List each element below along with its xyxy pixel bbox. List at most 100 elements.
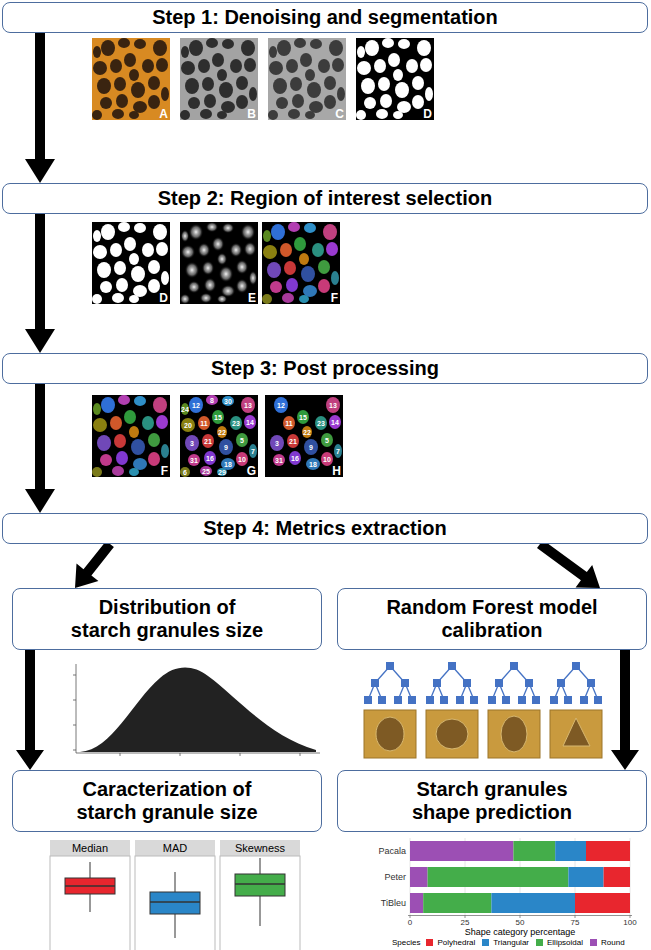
figure-part <box>65 885 115 887</box>
granule-number: 21 <box>283 437 303 446</box>
starch-granule <box>92 467 102 477</box>
figure-part <box>520 915 521 918</box>
figure-part <box>175 914 176 938</box>
starch-granule <box>222 223 235 234</box>
starch-granule <box>131 82 145 98</box>
starch-granule <box>124 410 136 424</box>
axis-title: Shape category percentage <box>410 927 630 937</box>
panel-letter: F <box>331 292 338 304</box>
starch-granule <box>110 416 122 430</box>
figure-part <box>423 893 491 913</box>
starch-granule <box>217 295 228 303</box>
figure-part <box>73 725 76 726</box>
figure-part <box>73 700 76 701</box>
node-text: Step 2: Region of interest selection <box>158 187 493 210</box>
granule-number: 18 <box>218 460 238 469</box>
flow-arrow <box>25 33 55 183</box>
panel-letter: D <box>159 292 168 304</box>
density-plot <box>62 660 324 764</box>
figure-part <box>135 856 215 950</box>
granule-picture <box>92 222 170 304</box>
starch-granule <box>93 245 107 259</box>
process-box: Caracterization of starch granule size <box>12 770 322 832</box>
starch-granule <box>277 40 291 56</box>
starch-granule <box>318 260 330 274</box>
starch-granule <box>305 69 315 81</box>
granule-number: 13 <box>323 401 343 410</box>
starch-granule <box>124 237 136 251</box>
starch-granule <box>110 243 122 257</box>
starch-granule <box>93 418 107 432</box>
starch-granule <box>263 245 277 259</box>
granule-picture <box>92 38 170 120</box>
legend-swatch <box>590 939 597 946</box>
starch-granule <box>236 95 248 109</box>
starch-granule <box>288 109 300 119</box>
starch-granule <box>290 77 302 91</box>
panel-letter: H <box>332 465 341 477</box>
figure-part <box>62 660 324 764</box>
starch-granule <box>217 111 227 119</box>
starch-granule <box>241 40 255 56</box>
starch-granule <box>198 59 210 73</box>
starch-granule <box>288 222 300 232</box>
starch-granule <box>324 95 336 109</box>
random-forest-icons <box>364 662 602 758</box>
figure-part <box>575 893 630 913</box>
image-ground <box>92 395 170 477</box>
figure-part <box>260 858 261 874</box>
granule-number: 15 <box>293 413 313 422</box>
granule-number: 10 <box>232 455 252 464</box>
figure-part <box>235 883 285 885</box>
starch-granule <box>204 94 216 108</box>
starch-granule <box>114 77 126 91</box>
starch-granule <box>100 454 112 466</box>
starch-granule <box>212 237 225 252</box>
figure-part <box>426 662 478 704</box>
figure-part <box>364 710 416 758</box>
figure-part <box>120 753 121 756</box>
image-ground <box>180 395 258 477</box>
starch-granule <box>267 262 281 278</box>
starch-granule <box>294 38 306 48</box>
granule-number: 16 <box>200 454 220 463</box>
figure-part <box>550 710 602 758</box>
starch-granule <box>420 58 432 72</box>
bar-category: Peter <box>340 871 406 883</box>
starch-granule <box>185 262 200 279</box>
starch-granule <box>337 87 345 101</box>
figure-part <box>50 856 130 950</box>
flow-arrow <box>75 541 114 588</box>
starch-granule <box>185 78 199 94</box>
starch-granule <box>100 281 112 293</box>
granule-number: 9 <box>216 443 236 452</box>
process-box: Distribution of starch granules size <box>12 588 322 650</box>
figure-part <box>513 841 555 861</box>
starch-granule <box>262 294 272 304</box>
figure-part <box>630 915 631 918</box>
granule-number: 12 <box>186 401 206 410</box>
starch-granule <box>134 223 146 233</box>
starch-granule <box>318 59 330 73</box>
granule-image: F <box>92 395 170 477</box>
starch-granule <box>324 76 336 90</box>
starch-granule <box>307 82 321 98</box>
starch-granule <box>118 395 130 405</box>
granule-number: 14 <box>325 418 343 427</box>
granule-image: C <box>268 38 346 120</box>
starch-granule <box>156 415 168 429</box>
granule-number: 6 <box>180 468 195 477</box>
starch-granule <box>204 278 217 293</box>
starch-granule <box>129 69 139 81</box>
granule-number: 8 <box>202 396 222 405</box>
starch-granule <box>378 77 390 91</box>
figure-part <box>410 915 630 918</box>
starch-granule <box>181 245 196 260</box>
starch-granule <box>118 38 130 48</box>
granule-picture <box>180 38 258 120</box>
figure-part <box>604 867 630 887</box>
starch-granule <box>269 46 277 58</box>
figure-part <box>240 753 241 756</box>
granule-number: 11 <box>194 419 214 428</box>
